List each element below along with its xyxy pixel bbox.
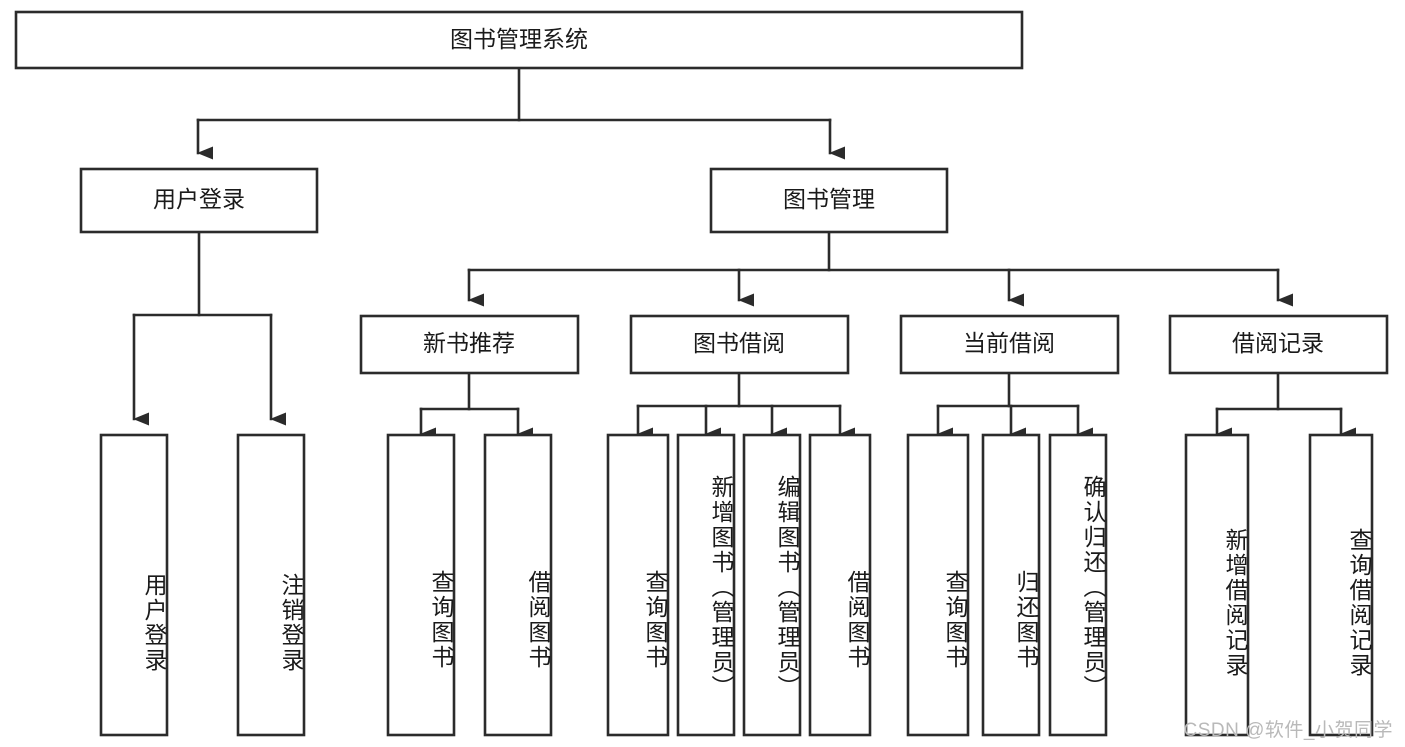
leaf-box-borrow-book-new[interactable]	[483, 433, 553, 737]
leaf-box-return-book[interactable]	[981, 433, 1041, 737]
leaf-box-add-borrow-record[interactable]	[1184, 433, 1250, 737]
node-book-borrow-box[interactable]	[629, 314, 850, 375]
csdn-watermark: CSDN @软件_小贺同学	[1183, 720, 1393, 741]
leaf-box-edit-book-admin[interactable]	[742, 433, 802, 737]
connector-group-current-borrow	[936, 371, 1093, 441]
node-borrow-records-box[interactable]	[1168, 314, 1389, 375]
node-current-borrow-box[interactable]	[899, 314, 1120, 375]
leaf-box-user-login[interactable]	[99, 433, 169, 737]
leaf-box-query-book-current[interactable]	[906, 433, 970, 737]
node-current-borrow[interactable]: 当前借阅	[899, 314, 1120, 375]
leaf-box-query-book-new[interactable]	[386, 433, 456, 737]
node-borrow-records-label: 借阅记录	[1232, 330, 1324, 356]
node-book-borrow[interactable]: 图书借阅	[629, 314, 850, 375]
node-user-login-box[interactable]	[79, 167, 319, 234]
connector-group-book-manage	[467, 230, 1293, 307]
node-book-manage[interactable]: 图书管理	[709, 167, 949, 234]
node-root-label: 图书管理系统	[450, 26, 588, 52]
node-book-borrow-label: 图书借阅	[693, 330, 785, 356]
node-book-manage-label: 图书管理	[783, 186, 875, 212]
leaf-box-logout[interactable]	[236, 433, 306, 737]
connector-group-borrow	[636, 371, 855, 441]
node-new-book-recommend[interactable]: 新书推荐	[359, 314, 580, 375]
leaf-box-query-borrow-record[interactable]	[1308, 433, 1374, 737]
connector-group-root	[196, 66, 845, 160]
node-new-book-recommend-box[interactable]	[359, 314, 580, 375]
node-borrow-records[interactable]: 借阅记录	[1168, 314, 1389, 375]
node-user-login[interactable]: 用户登录	[79, 167, 319, 234]
node-root[interactable]: 图书管理系统	[14, 10, 1024, 70]
node-user-login-label: 用户登录	[153, 186, 245, 212]
node-book-manage-box[interactable]	[709, 167, 949, 234]
connector-group-records	[1215, 371, 1356, 441]
connector-group-new-books	[419, 371, 533, 441]
node-root-box[interactable]	[14, 10, 1024, 70]
leaf-box-query-book-borrow[interactable]	[606, 433, 670, 737]
node-current-borrow-label: 当前借阅	[963, 330, 1055, 356]
leaf-box-add-book-admin[interactable]	[676, 433, 736, 737]
leaf-box-group	[99, 433, 1374, 737]
node-new-book-recommend-label: 新书推荐	[423, 330, 515, 356]
connector-group-user-login	[132, 230, 286, 426]
leaf-box-confirm-return-admin[interactable]	[1048, 433, 1108, 737]
leaf-box-borrow-book[interactable]	[808, 433, 872, 737]
